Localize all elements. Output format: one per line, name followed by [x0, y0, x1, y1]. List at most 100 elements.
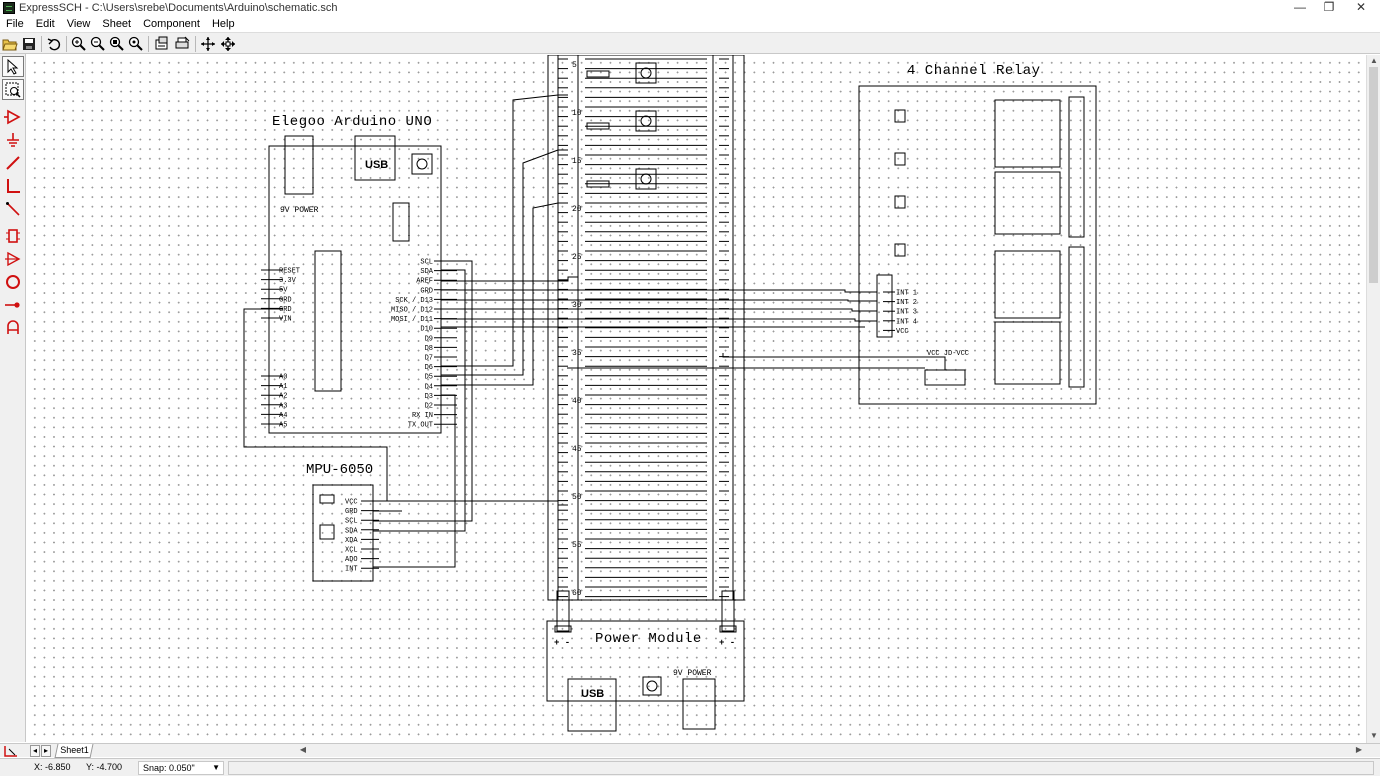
save-button[interactable]: [20, 35, 38, 53]
line-icon: [6, 201, 20, 216]
arduino-pin-label: SCK / D13: [395, 297, 433, 305]
arduino-chip: [314, 250, 342, 392]
zoom-select-icon: [5, 82, 21, 98]
wire-tool[interactable]: [2, 152, 24, 173]
arduino-pin-label: TX OUT: [408, 422, 433, 430]
title-bar: ExpressSCH - C:\Users\srebe\Documents\Ar…: [0, 0, 1380, 16]
arduino-reset-button: [411, 153, 433, 175]
mpu-pin-label: GRD: [345, 508, 358, 516]
move-button[interactable]: [219, 35, 237, 53]
horizontal-scrollbar[interactable]: ◀ ▶: [296, 745, 1366, 757]
toolbar: [0, 32, 1380, 54]
scroll-down-icon[interactable]: ▼: [1370, 731, 1378, 740]
arduino-pin-label: A4: [279, 412, 287, 420]
circle-tool[interactable]: [2, 271, 24, 292]
wire-icon: [6, 155, 20, 170]
print-button[interactable]: [173, 35, 191, 53]
zoom-select-tool[interactable]: [2, 79, 24, 100]
arduino-pin-label: VIN: [279, 316, 292, 324]
arduino-outline: [268, 145, 442, 434]
snap-value: Snap: 0.050": [143, 763, 195, 773]
zoom-area-icon: [109, 36, 124, 51]
scroll-right-icon[interactable]: ▶: [1355, 745, 1363, 754]
relay-pin-label: INT 3: [896, 309, 917, 317]
zoom-out-button[interactable]: [89, 35, 107, 53]
arduino-pin-label: SDA: [420, 268, 433, 276]
arduino-pin-label: AREF: [416, 278, 433, 286]
port-tool[interactable]: [2, 248, 24, 269]
circle-icon: [6, 274, 20, 289]
mpu-pin-label: INT: [345, 566, 358, 574]
text-tool[interactable]: [2, 317, 24, 338]
ic-tool[interactable]: [2, 225, 24, 246]
tab-next-icon[interactable]: ▸: [41, 745, 51, 757]
bus-tool[interactable]: [2, 175, 24, 196]
arduino-pin-label: RESET: [279, 268, 300, 276]
mpu-pin-label: SCL: [345, 518, 358, 526]
status-message: [228, 761, 1374, 775]
menu-help[interactable]: Help: [211, 18, 235, 30]
tab-prev-icon[interactable]: ◂: [30, 745, 40, 757]
sheet-properties-button[interactable]: [153, 35, 171, 53]
status-x: X: -6.850: [34, 762, 71, 772]
pan-button[interactable]: [199, 35, 217, 53]
bb-row-number: 55: [572, 541, 582, 550]
print-icon: [175, 36, 190, 49]
scroll-left-icon[interactable]: ◀: [299, 745, 307, 754]
menu-view[interactable]: View: [66, 18, 91, 30]
restore-button[interactable]: ❐: [1323, 0, 1335, 14]
bb-row-number: 60: [572, 589, 582, 598]
arduino-pin-label: A5: [279, 422, 287, 430]
power-module-jack: [682, 678, 716, 730]
arduino-pin-label: GRD: [279, 296, 292, 304]
power-module-usb-label: USB: [581, 688, 604, 700]
arduino-pin-label: SCL: [420, 259, 433, 267]
component-tool[interactable]: [2, 106, 24, 127]
select-tool[interactable]: [2, 56, 24, 77]
arduino-reset-circle: [416, 158, 428, 170]
mpu-title: MPU-6050: [306, 462, 373, 478]
mpu-pin-label: XCL: [345, 547, 358, 555]
arduino-usb-label: USB: [365, 159, 388, 171]
line-tool[interactable]: [2, 198, 24, 219]
port-icon: [5, 251, 21, 266]
bb-row-number: 50: [572, 493, 582, 502]
schematic-canvas[interactable]: Elegoo Arduino UNO USB 9V POWER MPU-6050…: [27, 55, 1366, 743]
menu-component[interactable]: Component: [143, 18, 200, 30]
window-title: ExpressSCH - C:\Users\srebe\Documents\Ar…: [19, 2, 338, 14]
status-bar: X: -6.850 Y: -4.700 Snap: 0.050" ▼: [0, 758, 1380, 776]
scroll-up-icon[interactable]: ▲: [1370, 56, 1378, 65]
bb-row-number: 15: [572, 157, 582, 166]
close-button[interactable]: ✕: [1355, 0, 1367, 14]
schematic-drawing[interactable]: Elegoo Arduino UNO USB 9V POWER MPU-6050…: [27, 55, 1366, 743]
arduino-pin-label: MISO / D12: [391, 307, 433, 315]
bb-row-number: 45: [572, 445, 582, 454]
menu-file[interactable]: File: [6, 18, 24, 30]
ground-icon: [7, 132, 19, 147]
menu-sheet[interactable]: Sheet: [102, 18, 132, 30]
junction-tool[interactable]: [2, 294, 24, 315]
minimize-button[interactable]: —: [1294, 0, 1306, 14]
ic-icon: [6, 228, 20, 243]
open-button[interactable]: [1, 35, 19, 53]
zoom-in-button[interactable]: [70, 35, 88, 53]
bb-row-number: 35: [572, 349, 582, 358]
relay-outline: [858, 85, 1097, 405]
sheet-props-icon: [155, 36, 168, 50]
arduino-pin-label: D8: [425, 345, 433, 353]
snap-select[interactable]: Snap: 0.050" ▼: [138, 761, 224, 775]
zoom-area-button[interactable]: [108, 35, 126, 53]
tab-sheet1[interactable]: Sheet1: [54, 744, 94, 758]
mpu-pin-label: VCC: [345, 499, 358, 507]
vertical-scroll-thumb[interactable]: [1369, 67, 1378, 283]
ground-tool[interactable]: [2, 129, 24, 150]
relay-jumper-block: [924, 369, 966, 386]
arduino-icsp: [392, 202, 410, 242]
vertical-scrollbar[interactable]: ▲ ▼: [1366, 55, 1380, 743]
menu-edit[interactable]: Edit: [35, 18, 55, 30]
undo-button[interactable]: [45, 35, 63, 53]
arduino-power-jack: [284, 135, 314, 195]
chevron-down-icon: ▼: [212, 763, 220, 772]
power-module-title: Power Module: [595, 631, 702, 647]
zoom-fit-button[interactable]: [127, 35, 145, 53]
